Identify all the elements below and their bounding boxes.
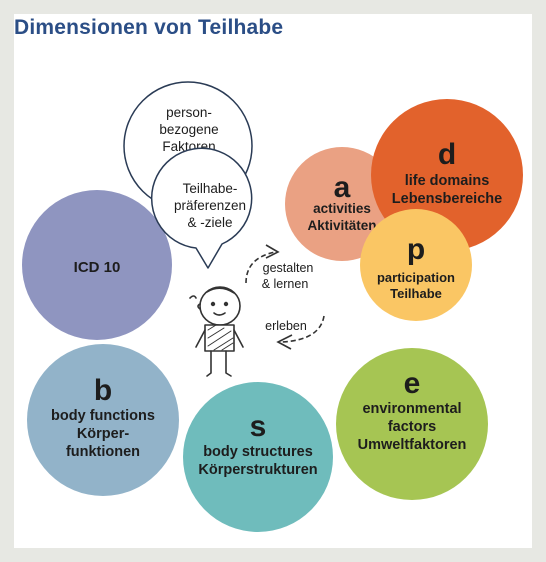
circle-environmental: e environmental factors Umweltfaktoren: [336, 348, 488, 500]
circle-body-functions-line-1: body functions: [51, 408, 155, 424]
circle-life-domains-letter: d: [438, 138, 456, 171]
page-title: Dimensionen von Teilhabe: [14, 16, 284, 39]
bubble-preferences: Teilhabe- präferenzen & -ziele: [150, 147, 253, 269]
circle-activities-line-1: activities: [313, 201, 371, 216]
arrow-shape-learn-line-2: & lernen: [262, 277, 309, 291]
circle-body-structures-line-1: body structures: [203, 444, 313, 460]
circle-participation-shape: [360, 209, 472, 321]
circle-body-structures-line-2: Körperstrukturen: [198, 462, 317, 478]
circle-body-functions-letter: b: [94, 374, 112, 407]
circle-body-structures: s body structures Körperstrukturen: [183, 382, 333, 532]
bubble-preferences-shape: [150, 147, 253, 269]
circle-life-domains-line-1: life domains: [405, 173, 490, 189]
bubble-preferences-line-3: & -ziele: [187, 215, 232, 230]
bubble-preferences-line-2: präferenzen: [174, 198, 246, 213]
circle-environmental-shape: [336, 348, 488, 500]
circle-participation-letter: p: [407, 233, 425, 266]
circle-body-functions: b body functions Körper- funktionen: [27, 344, 179, 496]
circle-life-domains-line-2: Lebensbereiche: [392, 191, 502, 207]
circle-icd-label: ICD 10: [74, 259, 121, 276]
circle-body-functions-line-2: Körper-: [77, 426, 130, 442]
circle-icd-shape: [22, 190, 172, 340]
circle-environmental-line-2: factors: [388, 419, 436, 435]
arrow-experience-label: erleben: [265, 319, 307, 333]
circle-participation-line-1: participation: [377, 270, 455, 285]
circle-activities-line-2: Aktivitäten: [307, 218, 376, 233]
circle-activities-letter: a: [334, 171, 351, 204]
circle-environmental-line-1: environmental: [362, 401, 461, 417]
bubble-preferences-line-1: Teilhabe-: [183, 181, 238, 196]
circle-body-functions-line-3: funktionen: [66, 444, 140, 460]
circle-participation: p participation Teilhabe: [360, 209, 472, 321]
arrow-shape-learn-line-1: gestalten: [263, 261, 314, 275]
circle-icd: ICD 10: [22, 190, 172, 340]
circle-environmental-letter: e: [404, 367, 421, 400]
bubble-person-line-1: person-: [166, 105, 212, 120]
person-figure: [189, 286, 244, 377]
circle-environmental-line-3: Umweltfaktoren: [358, 437, 467, 453]
circle-body-structures-shape: [183, 382, 333, 532]
circle-body-functions-shape: [27, 344, 179, 496]
arrow-experience: erleben: [265, 315, 325, 350]
circle-body-structures-letter: s: [250, 410, 267, 443]
bubble-person-line-2: bezogene: [159, 122, 218, 137]
circle-participation-line-2: Teilhabe: [390, 286, 442, 301]
arrow-shape-learn: gestalten & lernen: [245, 244, 314, 291]
